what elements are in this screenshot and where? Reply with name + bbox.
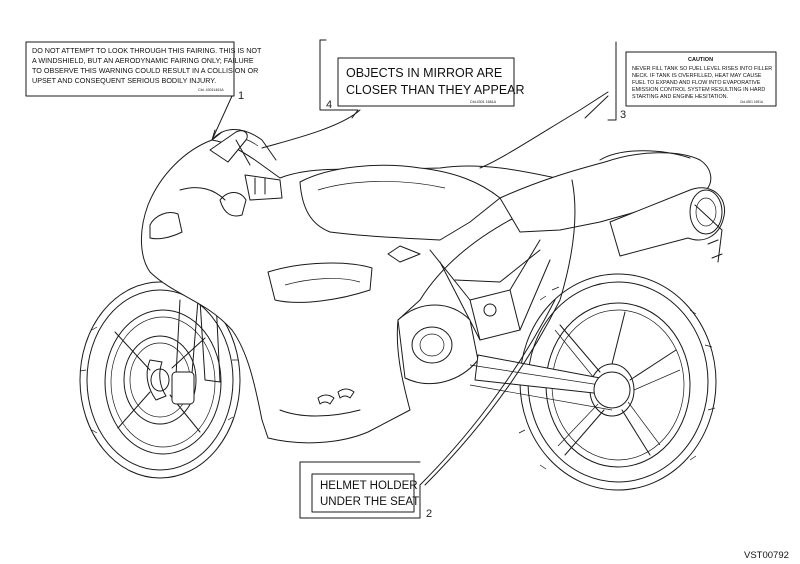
label-mirror: OBJECTS IN MIRROR ARE CLOSER THAN THEY A… xyxy=(319,39,525,119)
seat-tail xyxy=(499,150,726,263)
figure-reference: VST00792 xyxy=(744,550,789,561)
label4-line-2: CLOSER THAN THEY APPEAR xyxy=(346,83,525,97)
leader-lines xyxy=(211,91,609,486)
cockpit xyxy=(179,130,283,217)
front-fork xyxy=(146,299,221,405)
label1-part-code: Ctd. 43011461A xyxy=(198,88,224,92)
label4-line-1: OBJECTS IN MIRROR ARE xyxy=(346,66,502,80)
callout-number-3: 3 xyxy=(620,109,626,121)
label3-line-5: STARTING AND ENGINE HESITATION. xyxy=(632,94,728,100)
label1-line-4: UPSET AND CONSEQUENT SERIOUS BODILY INJU… xyxy=(32,76,216,85)
callout-number-1: 1 xyxy=(238,90,244,102)
label-fairing-warning: DO NOT ATTEMPT TO LOOK THROUGH THIS FAIR… xyxy=(25,41,262,102)
label3-heading: CAUTION xyxy=(688,57,713,63)
engine xyxy=(397,304,479,385)
label2-line-2: UNDER THE SEAT xyxy=(320,496,419,508)
callout-number-2: 2 xyxy=(426,508,432,520)
label3-line-2: NECK. IF TANK IS OVERFILLED, HEAT MAY CA… xyxy=(632,73,762,79)
label3-line-3: FUEL TO EXPAND AND FLOW INTO EVAPORATIVE xyxy=(632,80,761,86)
label-fuel-caution: CAUTION NEVER FILL TANK SO FUEL LEVEL RI… xyxy=(607,41,777,121)
front-wheel xyxy=(79,281,241,479)
label3-line-1: NEVER FILL TANK SO FUEL LEVEL RISES INTO… xyxy=(632,66,772,72)
label-helmet-holder: HELMET HOLDER UNDER THE SEAT 2 xyxy=(299,461,432,520)
label3-line-4: EMISSION CONTROL SYSTEM RESULTING IN HAR… xyxy=(632,87,765,93)
label4-part-code: Ctd.4301 1681A xyxy=(470,100,497,104)
callout-number-4: 4 xyxy=(326,99,332,111)
label1-line-1: DO NOT ATTEMPT TO LOOK THROUGH THIS FAIR… xyxy=(32,46,262,55)
label2-line-1: HELMET HOLDER xyxy=(320,480,418,492)
label1-line-3: TO OBSERVE THIS WARNING COULD RESULT IN … xyxy=(32,66,258,75)
label3-part-code: Ctd.4301 1691A xyxy=(740,100,764,104)
swingarm xyxy=(469,354,631,411)
label1-line-2: A WINDSHIELD, BUT AN AERODYNAMIC FAIRING… xyxy=(32,56,254,65)
motorcycle-drawing xyxy=(79,91,726,491)
